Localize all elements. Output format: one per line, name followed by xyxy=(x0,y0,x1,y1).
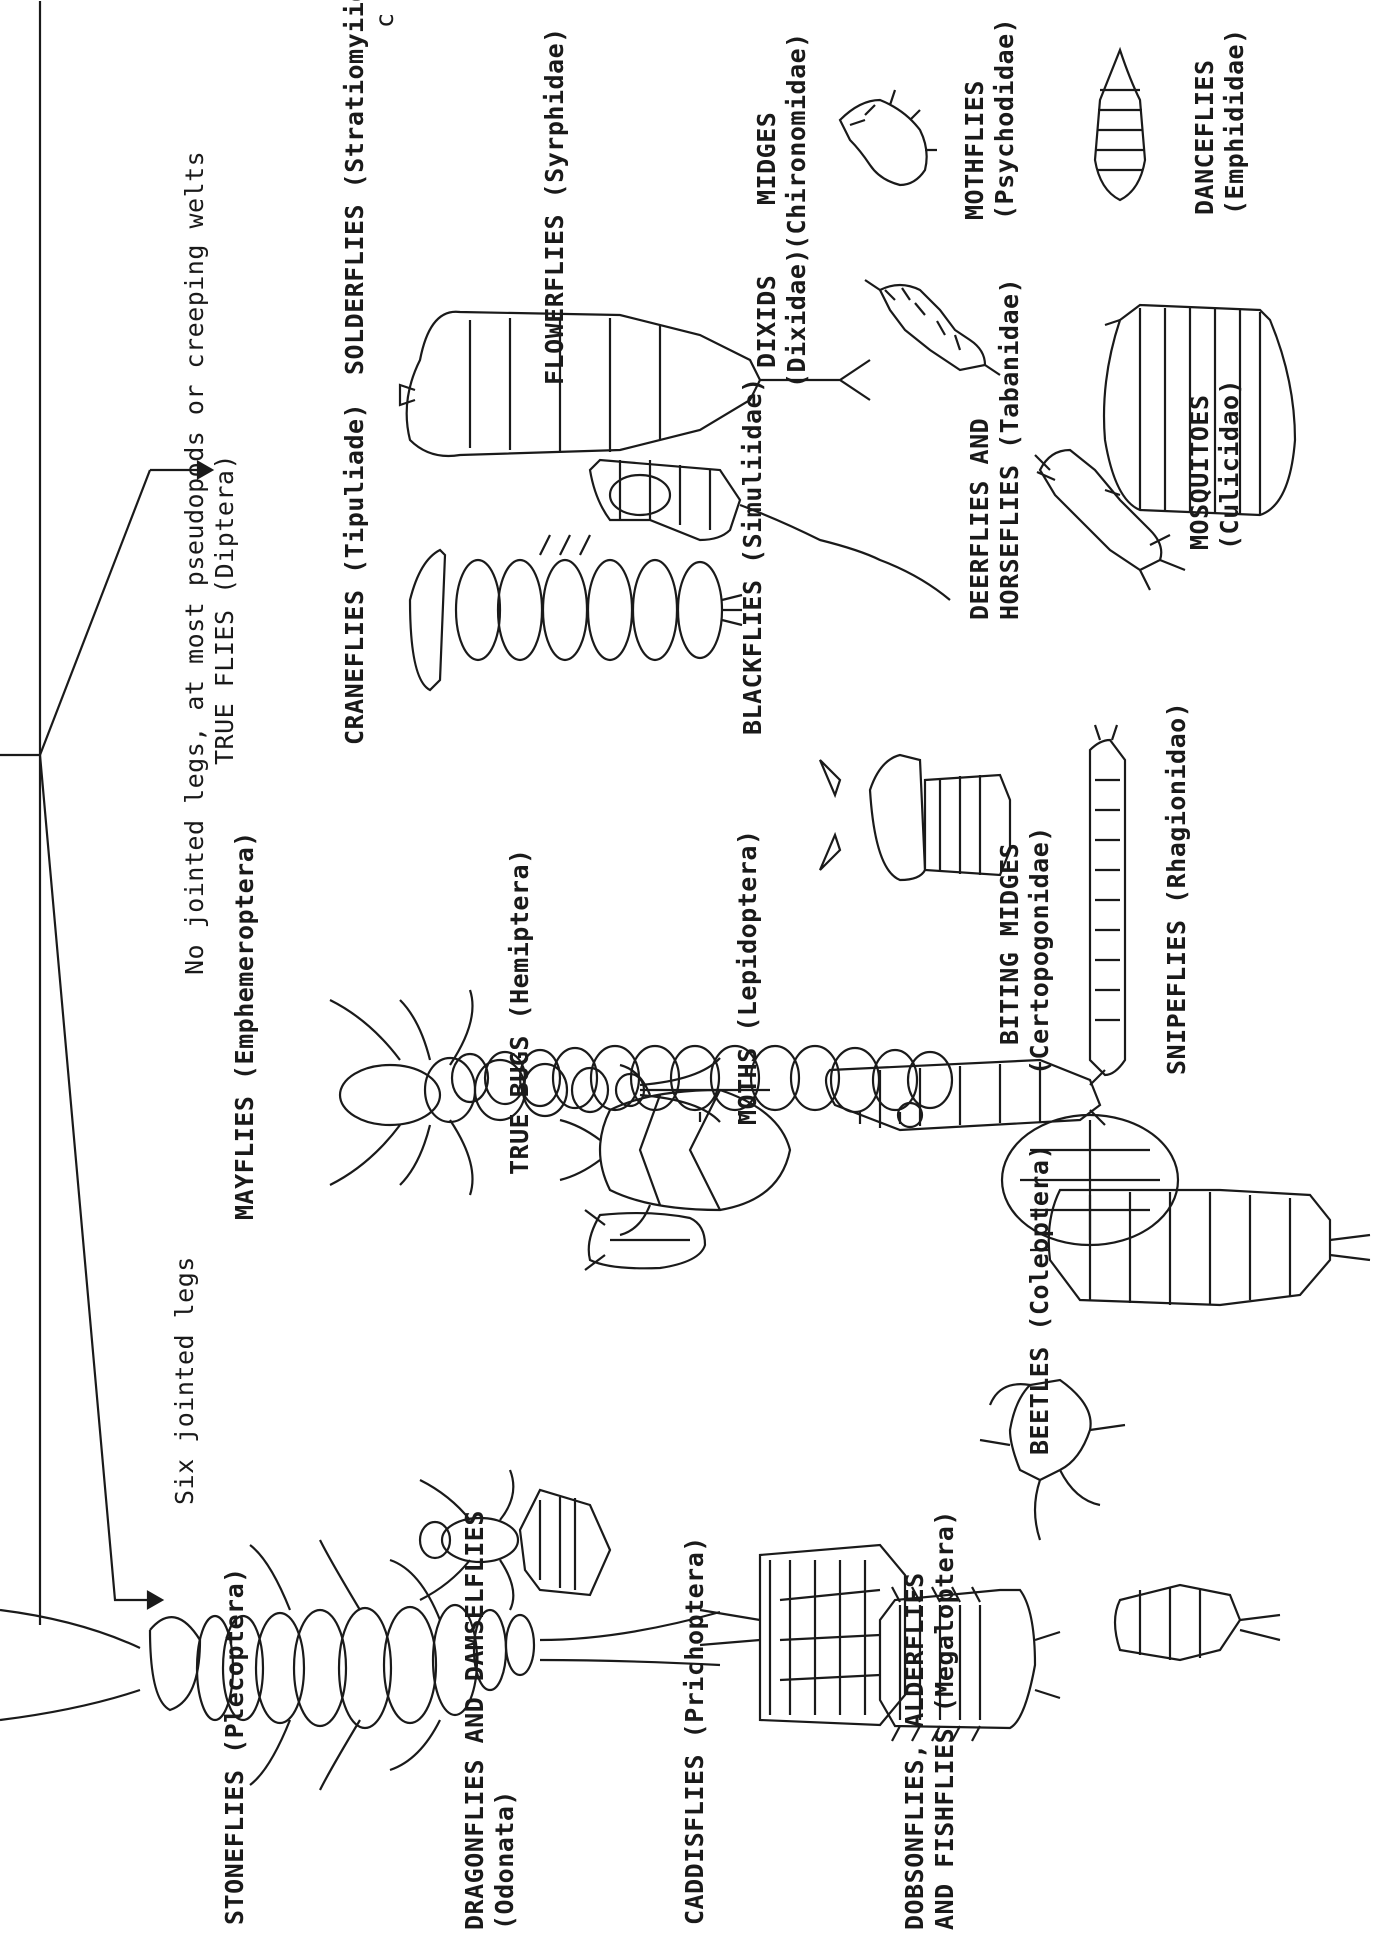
beetle-larva-illustration xyxy=(826,1060,1105,1130)
flowerfly-larva-illustration xyxy=(590,460,950,600)
blackfly-larva-illustration xyxy=(820,755,1010,880)
label-beetles: BEETLES (Coleoptera) xyxy=(1025,1144,1055,1455)
mothfly-larva-illustration xyxy=(1095,50,1145,200)
label-blackflies: BLACKFLIES (Simuliidae) xyxy=(738,377,768,735)
stonefly-larva-illustration xyxy=(0,1540,720,1790)
cranefly-larva-illustration xyxy=(410,535,742,690)
label-moths: MOTHS (Lepidoptera) xyxy=(733,830,763,1126)
label-craneflies: CRANEFLIES (Tipuliade) xyxy=(340,403,370,745)
label-biting-midges: BITING MIDGES (Certopogonidae) xyxy=(995,826,1054,1075)
label-mayflies: MAYFLIES (Emphemeroptera) xyxy=(230,831,260,1220)
biting-midge-larva-illustration xyxy=(1090,725,1125,1075)
label-horseflies: DEERFLIES AND HORSEFLIES (Tabanidae) xyxy=(965,278,1024,620)
label-mosquitoes: MOSQUITOES (Culicidao) xyxy=(1185,379,1244,550)
label-stoneflies: STONEFLIES (Plecoptera) xyxy=(220,1567,250,1925)
label-dragonflies: DRAGONFLIES AND DAMSELFLIES (Odonata) xyxy=(460,1510,519,1930)
label-dixids: DIXIDS (Dixidae) xyxy=(752,248,811,388)
label-mothflies: MOTHFLIES (Psychodidae) xyxy=(960,18,1019,220)
midge-larva-illustration xyxy=(840,90,937,185)
branch-label-six-legs: Six jointed legs xyxy=(170,1256,200,1505)
mosquito-larva-illustration xyxy=(1035,450,1185,590)
caddisfly-case-illustration xyxy=(700,1545,905,1725)
snipefly-larva-illustration xyxy=(1030,1190,1370,1305)
branch-label-no-legs-line1: No jointed legs, at most pseudopods or c… xyxy=(180,151,210,975)
mayfly-larva-illustration xyxy=(330,990,770,1195)
arrow-head-six-legs xyxy=(148,1592,162,1608)
dancefly-larva-illustration xyxy=(1115,1585,1280,1660)
label-caddisflies: CADDISFLIES (Prichoptera) xyxy=(680,1536,710,1925)
header-fragment: c Coleoptera and Hemiptera.) xyxy=(370,0,400,28)
label-dancetlies: DANCEFLIES (Emphididae) xyxy=(1190,28,1249,215)
label-soldierflies: SOLDERFLIES (Stratiomyiidae) xyxy=(340,0,370,375)
label-midges: MIDGES (Chironomidae) xyxy=(752,32,811,250)
label-true-bugs: TRUE BUGS (Hemiptera) xyxy=(505,848,535,1175)
label-snipeflies: SNIPEFLIES (Rhagionidao) xyxy=(1162,702,1192,1075)
label-dobsonflies: DOBSONFLIES, ALDERFLIES AND FISHFLIES (M… xyxy=(900,1510,959,1930)
label-flowerflies: FLOWERFLIES (Syrphidae) xyxy=(540,27,570,385)
true-bug-small-illustration xyxy=(585,1210,705,1270)
